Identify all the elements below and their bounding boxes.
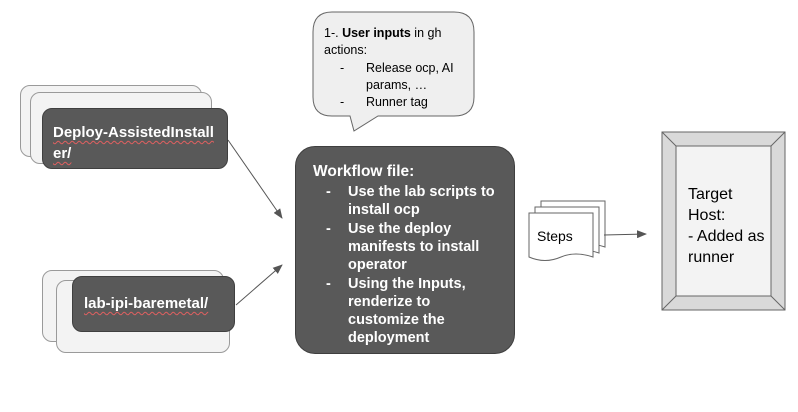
deploy-assisted-installer-folder: Deploy-AssistedInstaller/ (42, 108, 228, 169)
lab-ipi-baremetal-folder: lab-ipi-baremetal/ (72, 276, 235, 332)
item-dash: - (340, 61, 345, 75)
user-inputs-bold: User inputs (342, 26, 411, 40)
workflow-step: - Using the Inputs, renderize to customi… (313, 275, 502, 347)
steps-label: Steps (537, 228, 573, 244)
workflow-step-dash: - (326, 184, 331, 200)
target-host-line: Host: (688, 207, 726, 224)
user-inputs-item: - Release ocp, AI params, … (324, 60, 464, 94)
deploy-assisted-installer-label: Deploy-AssistedInstaller/ (53, 124, 214, 162)
workflow-step-dash: - (326, 276, 331, 292)
user-inputs-note: 1-. User inputs in gh actions: - Release… (324, 25, 464, 111)
arrow-deploy-to-workflow (227, 139, 283, 219)
target-host-text: Target Host: - Added as runner (688, 184, 774, 268)
workflow-file-box: Workflow file: - Use the lab scripts to … (295, 146, 515, 354)
item-dash: - (340, 95, 345, 109)
item-text: Runner tag (366, 95, 428, 109)
user-inputs-suffix: in gh actions: (324, 26, 442, 57)
workflow-step: - Use the lab scripts to install ocp (313, 183, 502, 219)
target-host-line: Target (688, 186, 733, 203)
arrow-steps-to-target (603, 230, 647, 239)
workflow-step-text: Use the deploy manifests to install oper… (348, 221, 480, 273)
workflow-title: Workflow file: (313, 163, 415, 180)
arrow-lab-to-workflow (235, 264, 283, 306)
item-text: Release ocp, AI params, … (366, 61, 454, 92)
target-host-line: runner (688, 249, 735, 266)
user-inputs-prefix: 1-. (324, 26, 343, 40)
user-inputs-heading: 1-. User inputs in gh actions: (324, 25, 464, 59)
lab-ipi-baremetal-label: lab-ipi-baremetal/ (84, 295, 209, 312)
target-host-box (661, 131, 786, 311)
workflow-step: - Use the deploy manifests to install op… (313, 220, 502, 274)
workflow-step-text: Using the Inputs, renderize to customize… (348, 276, 466, 346)
workflow-step-dash: - (326, 221, 331, 237)
target-host-line: - Added as (688, 228, 765, 245)
steps-document-stack (528, 200, 606, 261)
speech-bubble-shape (312, 11, 475, 132)
workflow-step-text: Use the lab scripts to install ocp (348, 184, 495, 218)
user-inputs-item: - Runner tag (324, 94, 464, 111)
